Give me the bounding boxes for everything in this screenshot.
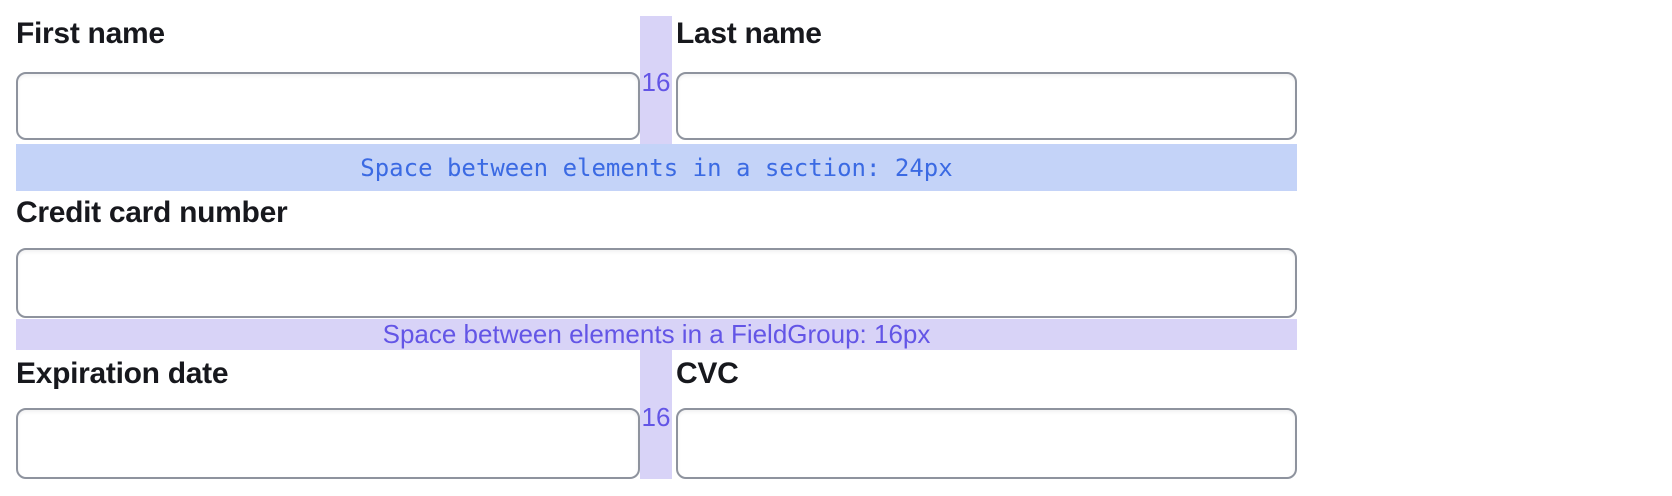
section-spacing-label: Space between elements in a section: 24p… xyxy=(360,153,953,182)
fieldgroup-spacing-label: Space between elements in a FieldGroup: … xyxy=(382,319,931,349)
cvc-input[interactable] xyxy=(676,408,1297,479)
expiration-date-label: Expiration date xyxy=(16,357,229,390)
section-spacing-highlight: Space between elements in a section: 24p… xyxy=(16,144,1297,191)
fieldgroup-spacing-highlight: Space between elements in a FieldGroup: … xyxy=(16,319,1297,350)
column-gap-highlight-bottom xyxy=(640,350,672,479)
last-name-input[interactable] xyxy=(676,72,1297,140)
column-gap-size-label-top: 16 xyxy=(641,67,671,97)
cvc-label: CVC xyxy=(676,357,739,390)
card-number-label: Credit card number xyxy=(16,196,288,229)
first-name-label: First name xyxy=(16,17,165,50)
column-gap-highlight-top xyxy=(640,16,672,144)
expiration-date-input[interactable] xyxy=(16,408,640,479)
card-number-input[interactable] xyxy=(16,248,1297,318)
first-name-input[interactable] xyxy=(16,72,640,140)
column-gap-size-label-bottom: 16 xyxy=(641,402,671,432)
last-name-label: Last name xyxy=(676,17,822,50)
